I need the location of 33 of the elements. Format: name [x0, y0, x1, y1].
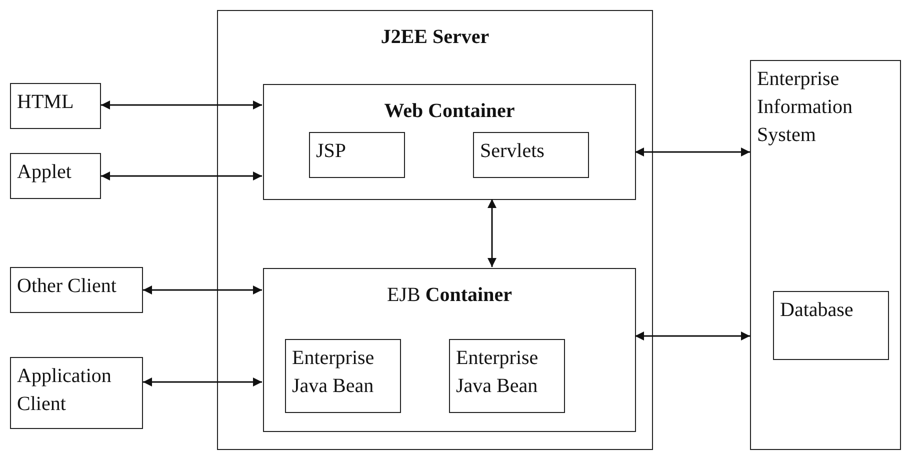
component-box — [285, 339, 401, 413]
box-label: Enterprise Information System — [757, 67, 854, 148]
box-label: Enterprise Java Bean — [292, 346, 376, 399]
double-arrow — [143, 286, 262, 294]
double-arrow — [101, 100, 262, 110]
component-box — [473, 132, 589, 178]
box-label: EJB Container — [386, 283, 512, 308]
box-label: Enterprise Java Bean — [456, 346, 540, 399]
double-arrow — [635, 148, 750, 156]
double-arrow — [488, 199, 496, 267]
box-label: Servlets — [480, 139, 544, 164]
box-label: Other Client — [17, 274, 116, 299]
container-box — [263, 84, 636, 200]
double-arrow — [635, 332, 750, 340]
box-label: Database — [780, 298, 854, 323]
box-label: J2EE Server — [380, 25, 490, 50]
component-box — [309, 132, 405, 178]
box-label: Web Container — [384, 99, 515, 124]
component-box — [10, 83, 101, 129]
component-box — [10, 267, 143, 313]
component-box — [10, 357, 143, 429]
box-label: HTML — [17, 90, 74, 115]
container-box — [217, 10, 653, 450]
box-label: JSP — [316, 139, 346, 164]
component-box — [750, 60, 901, 450]
component-box — [773, 291, 889, 360]
box-label: Applet — [17, 160, 72, 185]
double-arrow — [101, 172, 262, 180]
double-arrow — [143, 378, 262, 386]
container-box — [263, 268, 636, 432]
box-label: Application Client — [17, 364, 112, 417]
component-box — [449, 339, 565, 413]
component-box — [10, 153, 101, 199]
